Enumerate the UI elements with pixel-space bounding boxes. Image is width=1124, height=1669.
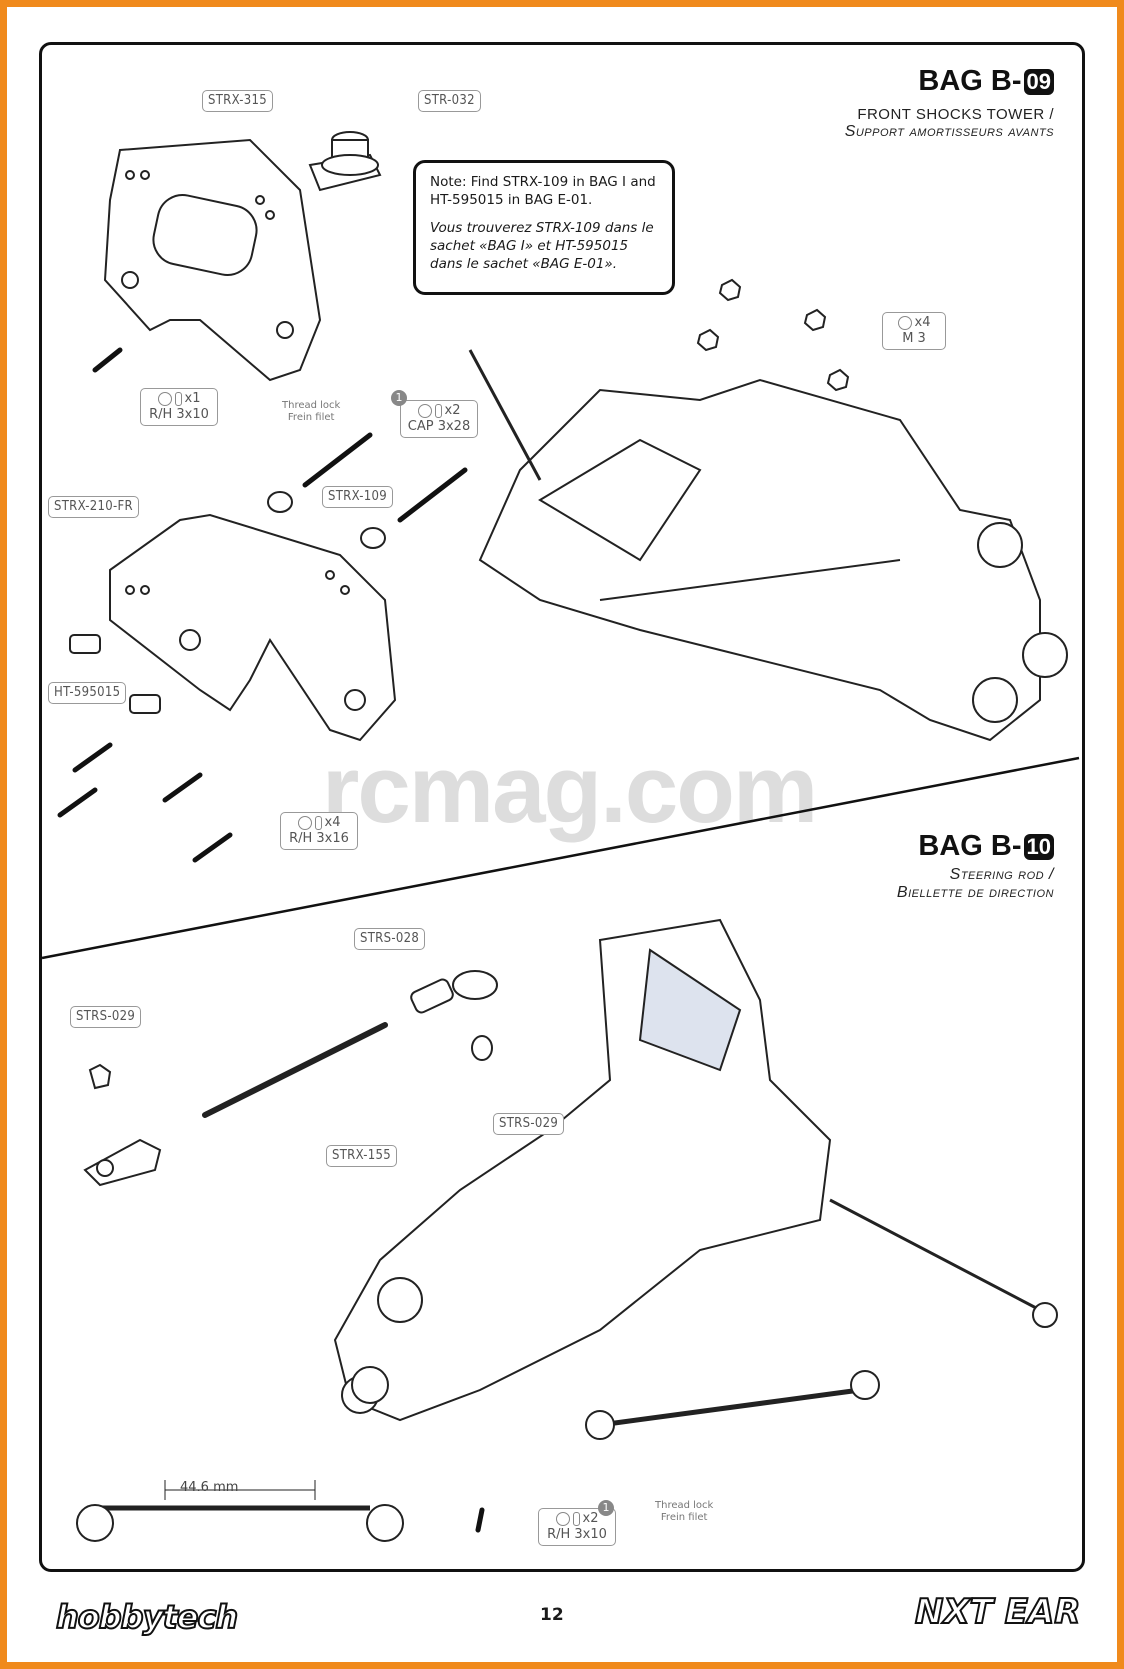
nut-icon bbox=[897, 316, 912, 330]
bag-title-prefix: BAG B- bbox=[918, 830, 1022, 862]
threadlock-en: Thread lock bbox=[655, 1500, 714, 1511]
hardware-rh-3x10-top: x1 R/H 3x10 bbox=[140, 388, 218, 426]
screw-head-icon bbox=[314, 816, 322, 830]
rod-end-parts bbox=[83, 970, 498, 1187]
hardware-name: CAP 3x28 bbox=[407, 419, 471, 434]
spacers bbox=[267, 491, 386, 549]
subtitle-fr: Biellette de direction bbox=[896, 884, 1054, 901]
subtitle-en: Steering rod / bbox=[949, 866, 1054, 883]
screw-head-icon bbox=[434, 404, 442, 418]
bag-b09-subtitle: FRONT SHOCKS TOWER / Support amortisseur… bbox=[845, 106, 1054, 141]
subtitle-fr: Support amortisseurs avants bbox=[844, 123, 1054, 140]
hardware-name: R/H 3x10 bbox=[149, 407, 209, 422]
hardware-count: x1 bbox=[184, 391, 201, 406]
threadlock-drop-icon: 1 bbox=[391, 390, 407, 406]
threadlock-fr: Frein filet bbox=[287, 412, 335, 423]
hardware-count: x2 bbox=[582, 1511, 599, 1526]
hardware-count: x2 bbox=[444, 403, 461, 418]
steering-rod-dimension bbox=[76, 1480, 404, 1542]
label-ht-595015: HT-595015 bbox=[48, 682, 127, 704]
label-strs-028: STRS-028 bbox=[354, 928, 426, 950]
threadlock-drop-icon: 1 bbox=[598, 1500, 614, 1516]
bag-number-badge: 10 bbox=[1023, 833, 1054, 860]
screw-head-icon bbox=[174, 392, 182, 406]
hardware-count: x4 bbox=[324, 815, 341, 830]
label-strs-029-b: STRS-029 bbox=[493, 1113, 565, 1135]
threadlock-en: Thread lock bbox=[282, 400, 341, 411]
threadlock-fr: Frein filet bbox=[660, 1512, 708, 1523]
screws-top bbox=[57, 347, 468, 863]
label-strs-029: STRS-029 bbox=[70, 1006, 142, 1028]
page-number: 12 bbox=[540, 1605, 564, 1625]
label-strx-155: STRX-155 bbox=[326, 1145, 397, 1167]
threadlock-hint-top: Thread lock Frein filet bbox=[282, 400, 340, 424]
shock-tower-plate-top bbox=[103, 138, 322, 382]
washer-icon bbox=[297, 816, 312, 830]
hardware-name: M 3 bbox=[902, 331, 926, 346]
shock-mount-post bbox=[308, 131, 382, 192]
m3-nuts bbox=[696, 278, 850, 392]
shock-tower-front-plate bbox=[109, 513, 397, 742]
threadlock-hint-bottom: Thread lock Frein filet bbox=[655, 1500, 713, 1524]
bag-number-badge: 09 bbox=[1023, 68, 1054, 95]
hardware-m3-nut: x4 M 3 bbox=[882, 312, 946, 350]
washer-icon bbox=[157, 392, 172, 406]
dimension-label: 44.6 mm bbox=[180, 1480, 239, 1495]
label-strx-210-fr: STRX-210-FR bbox=[48, 496, 139, 518]
note-french: Vous trouverez STRX-109 dans le sachet «… bbox=[430, 220, 654, 272]
bag-b09-title: BAG B-09 bbox=[918, 65, 1054, 98]
label-strx-109: STRX-109 bbox=[322, 486, 393, 508]
hardware-count: x4 bbox=[914, 315, 931, 330]
bag-title-prefix: BAG B- bbox=[918, 65, 1022, 97]
washer-icon bbox=[555, 1512, 570, 1526]
hardware-name: R/H 3x16 bbox=[289, 831, 349, 846]
screw-head-icon bbox=[572, 1512, 580, 1526]
label-str-032: STR-032 bbox=[418, 90, 481, 112]
hardware-rh-3x16: x4 R/H 3x16 bbox=[280, 812, 358, 850]
label-strx-315: STRX-315 bbox=[202, 90, 273, 112]
front-assembly-bottom bbox=[333, 918, 1058, 1440]
bag-b10-title: BAG B-10 bbox=[918, 830, 1054, 863]
steering-rod-strx155 bbox=[202, 1022, 388, 1118]
nxt-ear-logo: NXT EAR bbox=[914, 1591, 1081, 1633]
bag-b10-subtitle: Steering rod / Biellette de direction bbox=[897, 866, 1054, 902]
ball-studs bbox=[69, 634, 161, 714]
washer-icon bbox=[417, 404, 432, 418]
note-english: Note: Find STRX-109 in BAG I and HT-5950… bbox=[430, 174, 656, 208]
front-assembly-top bbox=[468, 349, 1068, 742]
hobbytech-logo: hobbytech bbox=[55, 1597, 239, 1637]
screw-bottom bbox=[475, 1507, 485, 1533]
hardware-name: R/H 3x10 bbox=[547, 1527, 607, 1542]
note-box: Note: Find STRX-109 in BAG I and HT-5950… bbox=[413, 160, 675, 295]
hardware-cap-3x28: x2 CAP 3x28 bbox=[400, 400, 478, 438]
subtitle-en: FRONT SHOCKS TOWER / bbox=[857, 106, 1054, 123]
